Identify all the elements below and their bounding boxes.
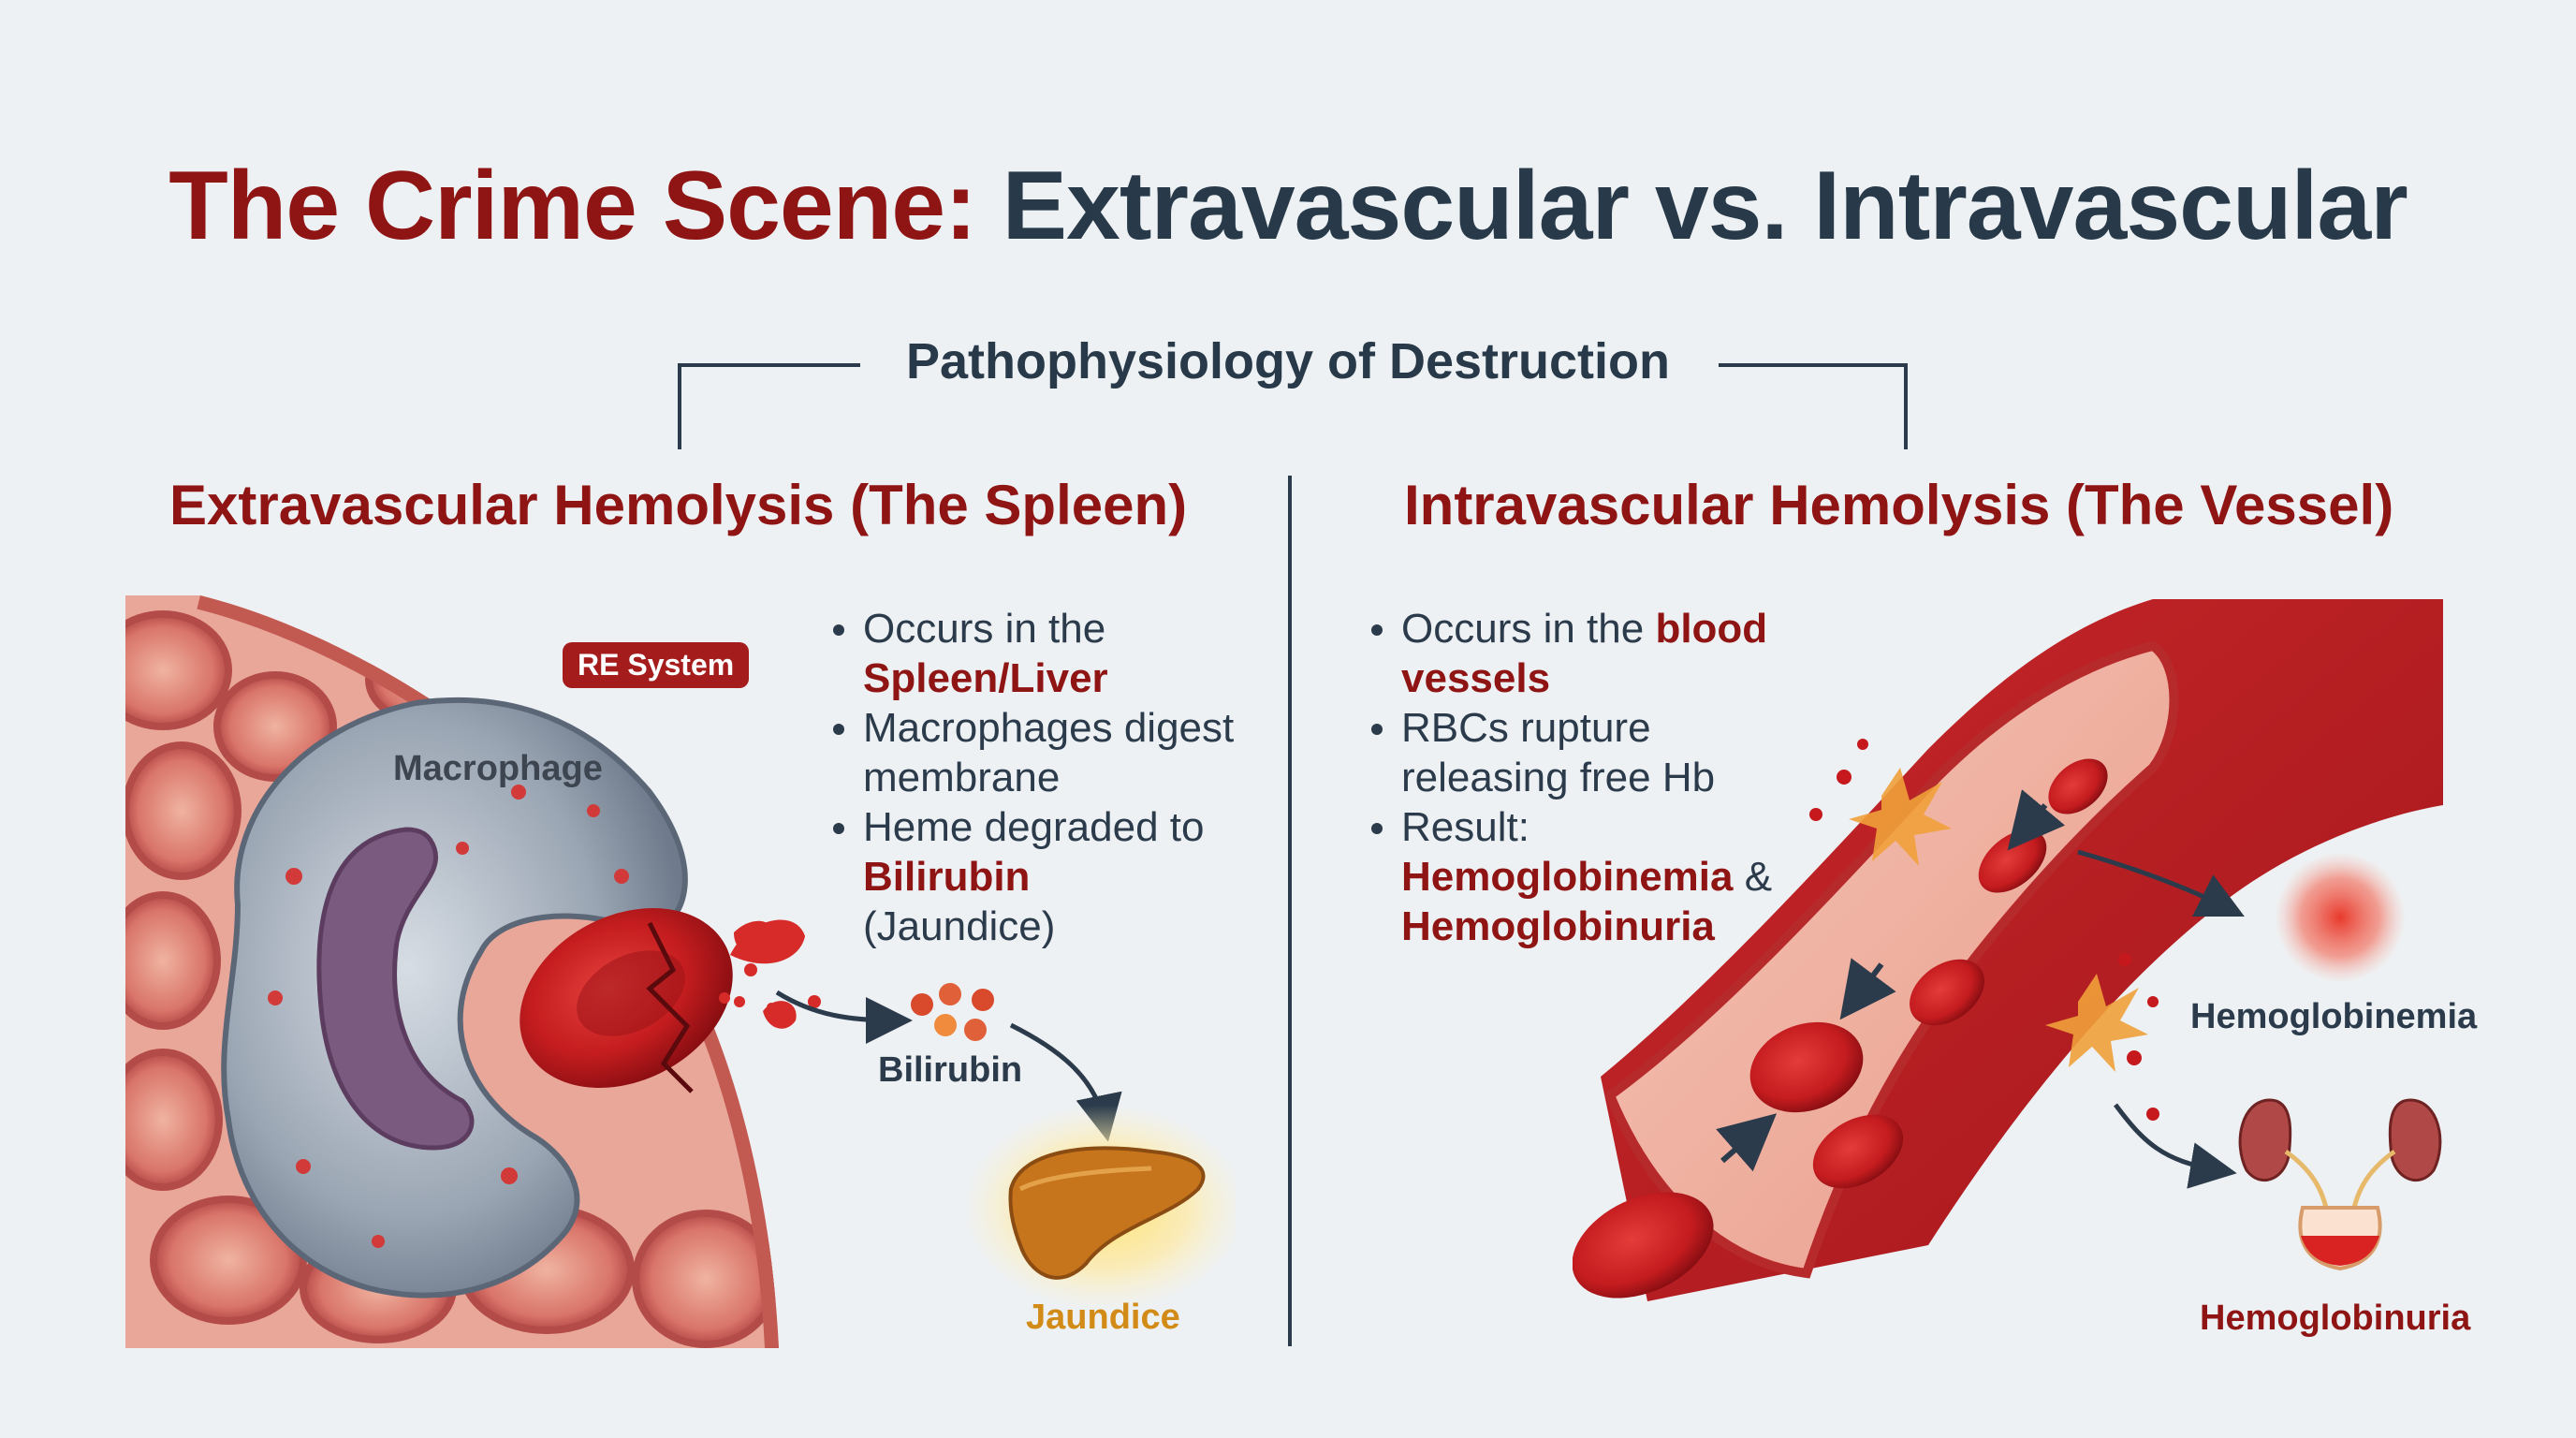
intravascular-bullets: Occurs in the blood vessels RBCs rupture… [1371,604,1802,951]
extravascular-bullets: Occurs in the Spleen/Liver Macrophages d… [833,604,1273,951]
fragment-pieces [730,919,821,1029]
page-title: The Crime Scene: Extravascular vs. Intra… [0,148,2576,265]
vessel-illustration [1573,599,2443,1301]
bullet-item: Occurs in the blood vessels [1371,604,1802,703]
center-divider [1288,476,1292,1346]
macrophage-granules [268,785,629,1248]
bullet-item: RBCs rupture releasing free Hb [1371,703,1802,802]
bracket-left-vertical [678,363,681,449]
bracket-right-vertical [1904,363,1908,449]
bilirubin-label: Bilirubin [878,1050,1023,1090]
bracket-right-horizontal [1719,363,1908,367]
hemoglobinemia-label: Hemoglobinemia [2190,997,2478,1036]
subtitle: Pathophysiology of Destruction [905,333,1671,389]
hemoglobinuria-label: Hemoglobinuria [2200,1299,2471,1338]
intravascular-heading: Intravascular Hemolysis (The Vessel) [1404,474,2394,536]
macrophage-cell [221,697,688,1299]
macrophage-label: Macrophage [393,749,603,788]
liver-icon [964,1105,1236,1311]
bilirubin-pathway [730,919,1236,1311]
rupture-burst-2 [2045,974,2148,1072]
rupture-debris [1809,739,2159,1121]
engulfed-rbc [520,908,733,1093]
jaundice-label: Jaundice [1026,1298,1180,1337]
title-part-2: Extravascular vs. Intravascular [1002,152,2408,260]
title-part-1: The Crime Scene: [168,152,977,260]
hemoglobinemia-blob [2275,852,2406,983]
bullet-item: Heme degraded to Bilirubin (Jaundice) [833,802,1273,951]
extravascular-heading: Extravascular Hemolysis (The Spleen) [169,474,1188,536]
kidney-icon [2238,1098,2442,1271]
bilirubin-molecules [911,983,994,1041]
spleen-illustration [125,595,779,1348]
free-rbc [1573,1192,1714,1299]
lumen-rbcs [1749,758,2108,1189]
bracket-left-horizontal [678,363,860,367]
bullet-item: Occurs in the Spleen/Liver [833,604,1273,703]
bullet-item: Macrophages digest membrane [833,703,1273,802]
bullet-item: Result: Hemoglobinemia & Hemoglobinuria [1371,802,1802,951]
rupture-burst-1 [1849,768,1952,866]
re-system-badge: RE System [563,642,750,688]
